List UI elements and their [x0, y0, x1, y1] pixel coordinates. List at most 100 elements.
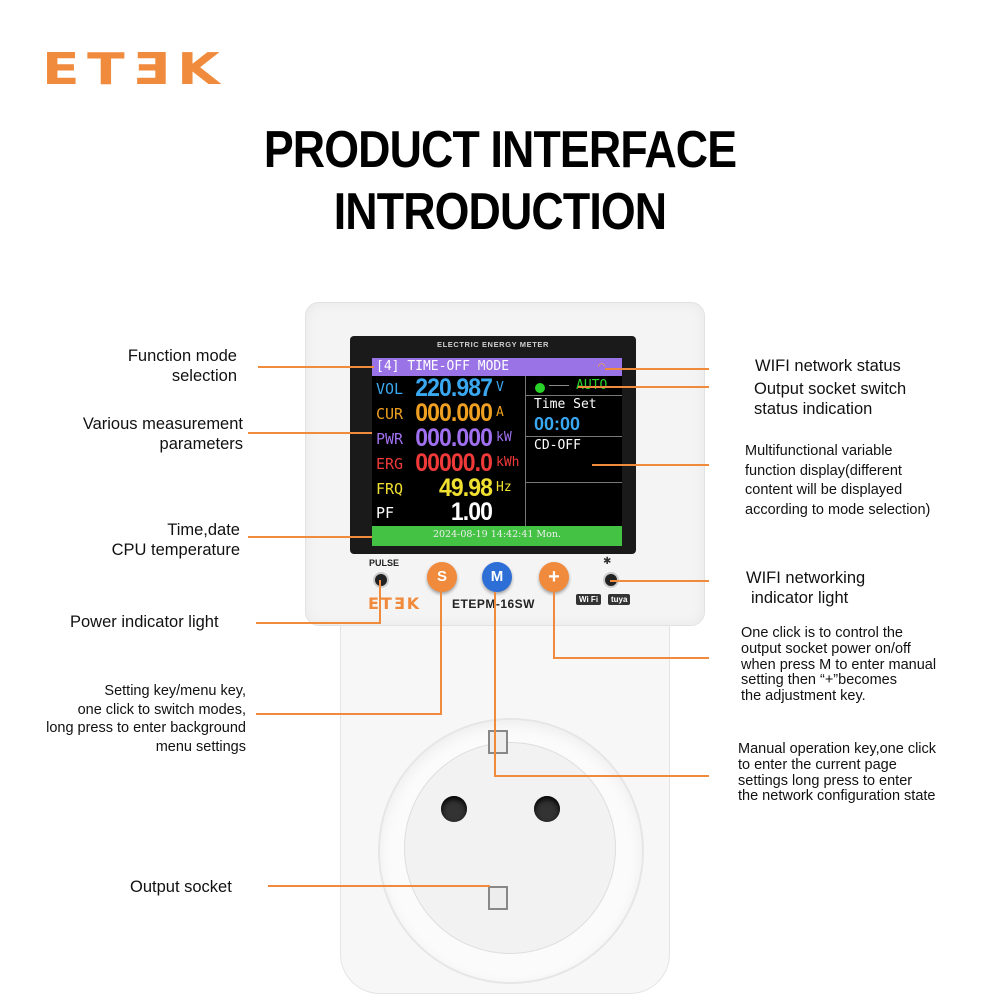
annotation-line: function display(different: [745, 462, 902, 479]
annotation-line: to enter the current page: [738, 756, 897, 773]
annotation-measurement: Various measurement parameters: [40, 414, 243, 454]
param-value-frq: 49.98: [439, 474, 493, 502]
leader-time-date: [248, 536, 372, 538]
annotation-line: the network configuration state: [738, 788, 936, 805]
annotation-line: status indication: [754, 400, 873, 418]
annotation-line: Multifunctional variable: [745, 443, 893, 459]
annotation-function-mode: Function mode selection: [40, 346, 237, 386]
param-name-erg: ERG: [376, 455, 404, 473]
annotation-plus-key: One click is to control the output socke…: [741, 625, 937, 705]
datetime-readout: 2024-08-19 14:42:41 Mon.: [432, 529, 562, 540]
lcd-screen: [4] TIME-OFF MODE ◠ VOL 220.987 V CUR 00…: [372, 358, 622, 546]
annotation-line: selection: [171, 367, 237, 385]
mode-name: TIME-OFF MODE: [407, 359, 510, 374]
param-name-frq: FRQ: [376, 480, 404, 498]
param-value-cur: 000.000: [415, 399, 493, 427]
annotation-line: Time,date: [167, 521, 240, 539]
lcd-divider-1: [526, 395, 622, 396]
leader-measurement: [248, 432, 372, 434]
annotation-line: Function mode: [127, 347, 237, 365]
annotation-line: Setting key/menu key,: [104, 683, 246, 699]
annotation-line: the adjustment key.: [741, 688, 866, 705]
s-button[interactable]: S: [427, 562, 457, 592]
leader-function-mode: [258, 366, 374, 368]
annotation-line: CPU temperature: [111, 541, 240, 559]
lcd-divider-3: [526, 482, 622, 483]
param-unit-cur: A: [496, 405, 504, 420]
lcd-mode-bar: [372, 358, 622, 376]
device-model: ETEPM-16SW: [452, 597, 535, 611]
annotation-line: when press M to enter manual: [741, 656, 937, 673]
mode-number: [4]: [376, 359, 400, 374]
countdown-label: CD-OFF: [534, 438, 581, 453]
socket-hole-left: [441, 796, 467, 822]
wifi-icon: ◠: [598, 359, 606, 373]
annotation-line: according to mode selection): [745, 501, 931, 518]
lcd-mode-title: [4] TIME-OFF MODE: [376, 359, 509, 374]
ground-clip-bottom: [488, 886, 508, 910]
param-value-pwr: 000.000: [415, 424, 493, 452]
annotation-line: indicator light: [751, 589, 849, 607]
leader-wifi-status: [605, 368, 709, 370]
param-value-vol: 220.987: [415, 374, 493, 402]
output-status-dot: [535, 383, 545, 393]
annotation-multifunction: Multifunctional variable function displa…: [745, 442, 930, 520]
param-unit-erg: kWh: [496, 455, 520, 470]
leader-power-light-vertical: [379, 580, 381, 624]
page-title-line2: INTRODUCTION: [333, 183, 667, 241]
annotation-line: menu settings: [155, 738, 246, 755]
leader-power-light: [256, 622, 380, 624]
annotation-line: WIFI networking: [746, 569, 866, 587]
lcd-divider-2: [526, 436, 622, 437]
lcd-divider-vertical: [525, 376, 526, 526]
annotation-line: content will be displayed: [745, 482, 903, 498]
annotation-wifi-light: WIFI networking indicator light: [746, 568, 865, 608]
m-button[interactable]: M: [482, 562, 512, 592]
leader-setting-key-vertical: [440, 592, 442, 714]
annotation-line: output socket power on/off: [741, 640, 911, 657]
annotation-line: setting then “+”becomes: [741, 672, 897, 689]
annotation-line: Manual operation key,one click: [738, 741, 937, 757]
pulse-label: PULSE: [369, 558, 400, 568]
param-name-pwr: PWR: [376, 430, 404, 448]
leader-plus-key: [553, 657, 709, 659]
annotation-power-light: Power indicator light: [70, 613, 219, 631]
time-set-value: 00:00: [534, 414, 581, 434]
annotation-line: Various measurement: [82, 415, 243, 433]
param-unit-frq: Hz: [496, 480, 512, 495]
leader-wifi-light: [610, 580, 709, 582]
switch-glyph: [549, 385, 569, 386]
bezel-label: ELECTRIC ENERGY METER: [436, 340, 550, 349]
plus-button[interactable]: +: [539, 562, 569, 592]
brand-logo: ETƎK: [42, 44, 228, 95]
leader-m-key-vertical: [494, 592, 496, 776]
param-name-cur: CUR: [376, 405, 404, 423]
param-unit-pwr: kW: [496, 430, 512, 445]
power-indicator-light: [373, 572, 389, 588]
wifi-badge: Wi Fi: [576, 594, 602, 605]
time-set-label: Time Set: [534, 397, 597, 412]
tuya-badge: tuya: [608, 594, 631, 605]
leader-output-switch: [578, 386, 709, 388]
annotation-line: Output socket switch: [754, 380, 907, 398]
leader-m-key: [494, 775, 709, 777]
param-unit-vol: V: [496, 380, 504, 395]
device-brand: ETƎK: [368, 594, 422, 613]
leader-setting-key: [256, 713, 442, 715]
leader-plus-key-vertical: [553, 592, 555, 658]
annotation-line: one click to switch modes,: [77, 701, 246, 718]
page-title-line1: PRODUCT INTERFACE: [263, 121, 737, 179]
param-name-pf: PF: [376, 504, 395, 522]
annotation-line: One click is to control the: [741, 625, 903, 641]
annotation-output-socket: Output socket: [130, 878, 232, 896]
socket-face: [404, 742, 616, 954]
annotation-line: long press to enter background: [46, 720, 246, 736]
annotation-line: parameters: [159, 435, 243, 453]
annotation-wifi-status: WIFI network status: [755, 357, 901, 375]
param-value-erg: 00000.0: [415, 449, 493, 477]
annotation-setting-key: Setting key/menu key, one click to switc…: [10, 682, 246, 756]
leader-output-socket: [268, 885, 490, 887]
annotation-time-date: Time,date CPU temperature: [40, 520, 240, 560]
param-value-pf: 1.00: [450, 498, 493, 526]
leader-multifunction: [592, 464, 709, 466]
